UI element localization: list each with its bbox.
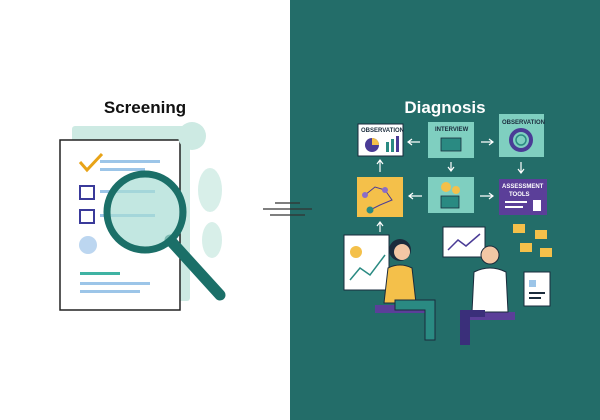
svg-text:INTERVIEW: INTERVIEW (435, 127, 469, 133)
patient-figure (375, 239, 436, 341)
chat-bubbles-icon (513, 224, 552, 257)
clipboard-icon (523, 271, 551, 307)
flow-arrows-icon (376, 138, 525, 232)
diagnosis-title: Diagnosis (404, 98, 486, 117)
svg-text:ASSESSMENT: ASSESSMENT (502, 184, 544, 190)
chart-board-left (343, 234, 390, 291)
svg-text:OBSERVATION: OBSERVATION (361, 128, 404, 134)
svg-text:TOOLS: TOOLS (509, 192, 530, 198)
observation-ring-box: OBSERVATION (499, 114, 545, 157)
svg-text:OBSERVATION: OBSERVATION (502, 120, 545, 126)
screening-title: Screening (103, 98, 187, 117)
network-box (357, 177, 403, 217)
chart-board-right (442, 226, 486, 258)
interview-box: INTERVIEW (428, 122, 474, 158)
tools-box (428, 177, 474, 213)
magnifying-glass-icon (103, 170, 226, 301)
transition-lines-icon (263, 202, 312, 216)
assessment-tools-box: ASSESSMENT TOOLS (499, 179, 547, 215)
observation-chart-box: OBSERVATION (357, 123, 404, 157)
doctor-figure (460, 245, 515, 345)
